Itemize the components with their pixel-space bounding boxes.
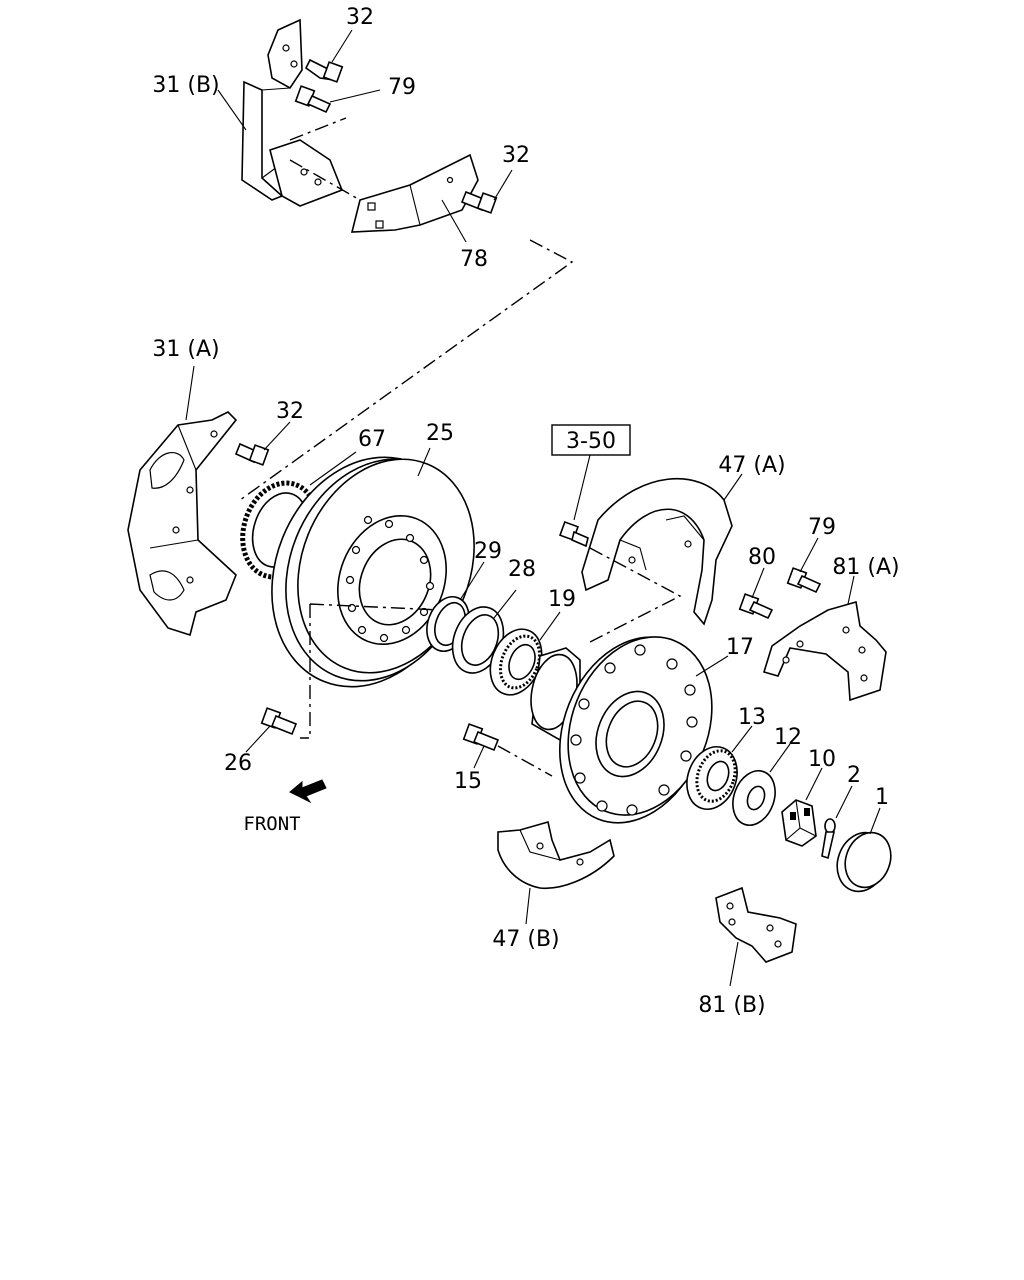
bolt-32-top (304, 58, 344, 83)
label-29: 29 (474, 539, 502, 564)
label-1: 1 (875, 785, 889, 810)
label-67: 67 (358, 427, 386, 452)
label-2: 2 (847, 763, 861, 788)
label-32-top: 32 (346, 5, 374, 30)
bolt-32-mid (460, 190, 498, 214)
part-28-seal (451, 606, 505, 674)
label-15: 15 (454, 769, 482, 794)
label-81a: 81 (A) (832, 555, 899, 580)
part-78-shield (350, 153, 479, 233)
front-label: FRONT (243, 813, 300, 835)
bolt-32-left (234, 442, 270, 466)
label-32-mid: 32 (502, 143, 530, 168)
part-10-castle-nut (781, 799, 817, 847)
part-47b-shield (497, 820, 615, 890)
ref-box-3-50 (551, 424, 631, 456)
bolt-79-top (294, 85, 332, 114)
stud-15 (462, 723, 500, 752)
bolt-26 (260, 707, 298, 736)
front-arrow-icon (289, 779, 327, 804)
label-31b: 31 (B) (152, 73, 219, 98)
part-2-cotter-pin (821, 818, 836, 860)
label-31a: 31 (A) (152, 337, 219, 362)
bolt-79-right (786, 567, 822, 594)
part-12-washer (732, 770, 776, 826)
label-81b: 81 (B) (698, 993, 765, 1018)
label-47a: 47 (A) (718, 453, 785, 478)
label-12: 12 (774, 725, 802, 750)
part-81b-plate (715, 886, 797, 963)
part-13-bearing (686, 746, 738, 810)
label-3-50: 3-50 (566, 429, 616, 454)
label-25: 25 (426, 421, 454, 446)
label-78: 78 (460, 247, 488, 272)
label-17: 17 (726, 635, 754, 660)
part-19-bearing (489, 628, 543, 696)
part-31b-bracket (241, 18, 344, 207)
label-13: 13 (738, 705, 766, 730)
part-47a-shield (581, 477, 733, 626)
label-26: 26 (224, 751, 252, 776)
part-81a-plate (762, 600, 887, 702)
label-79-right: 79 (808, 515, 836, 540)
bolt-80 (738, 593, 774, 620)
label-28: 28 (508, 557, 536, 582)
label-19: 19 (548, 587, 576, 612)
bolt-3-50 (559, 521, 589, 548)
part-25-brake-disc (271, 456, 475, 688)
label-47b: 47 (B) (492, 927, 559, 952)
label-32-left: 32 (276, 399, 304, 424)
part-1-hub-cap (836, 831, 892, 893)
part-17-hub (530, 636, 713, 824)
part-31a-dust-shield (127, 411, 238, 637)
label-79-top: 79 (388, 75, 416, 100)
label-10: 10 (808, 747, 836, 772)
label-80: 80 (748, 545, 776, 570)
